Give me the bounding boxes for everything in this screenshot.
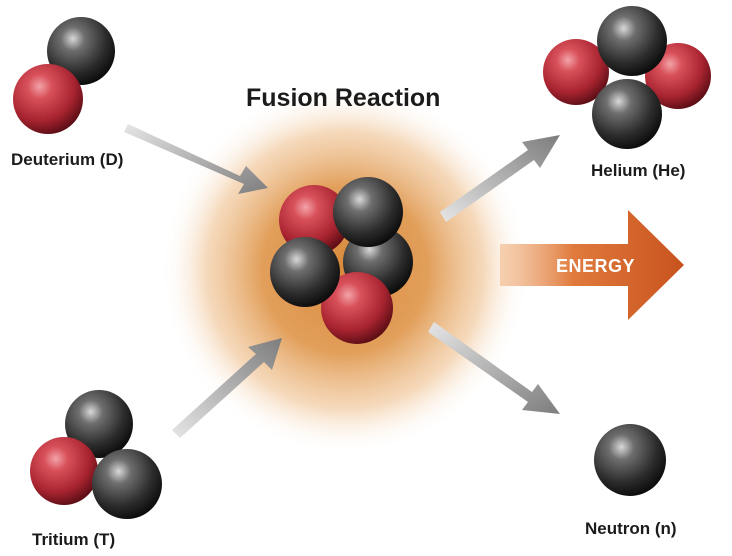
proton-particle bbox=[279, 185, 349, 255]
tritium-label: Tritium (T) bbox=[32, 530, 116, 549]
neutron-particle bbox=[592, 79, 662, 149]
diagram-title: Fusion Reaction bbox=[246, 84, 441, 112]
neutron-particle bbox=[92, 449, 162, 519]
neutron-particle bbox=[65, 390, 133, 458]
neutron-particle bbox=[270, 237, 340, 307]
energy-label: ENERGY bbox=[556, 256, 636, 276]
neutron-particle bbox=[333, 177, 403, 247]
helium-label: Helium (He) bbox=[591, 161, 686, 180]
tritium-nucleus bbox=[30, 390, 162, 519]
arrow-helium-out bbox=[440, 135, 560, 222]
fusing-cluster bbox=[270, 177, 413, 344]
neutron-particle bbox=[597, 6, 667, 76]
deuterium-nucleus bbox=[13, 17, 115, 134]
proton-particle bbox=[321, 272, 393, 344]
neutron-out-particle bbox=[594, 424, 666, 496]
proton-particle bbox=[30, 437, 98, 505]
arrow-neutron-out bbox=[428, 322, 560, 414]
proton-particle bbox=[543, 39, 609, 105]
helium-nucleus bbox=[543, 6, 711, 149]
neutron-label: Neutron (n) bbox=[585, 519, 677, 538]
arrow-tritium-in bbox=[172, 338, 282, 438]
deuterium-label: Deuterium (D) bbox=[11, 150, 124, 169]
arrow-deuterium-in bbox=[124, 124, 268, 194]
proton-particle bbox=[13, 64, 83, 134]
energy-arrow bbox=[500, 210, 684, 320]
